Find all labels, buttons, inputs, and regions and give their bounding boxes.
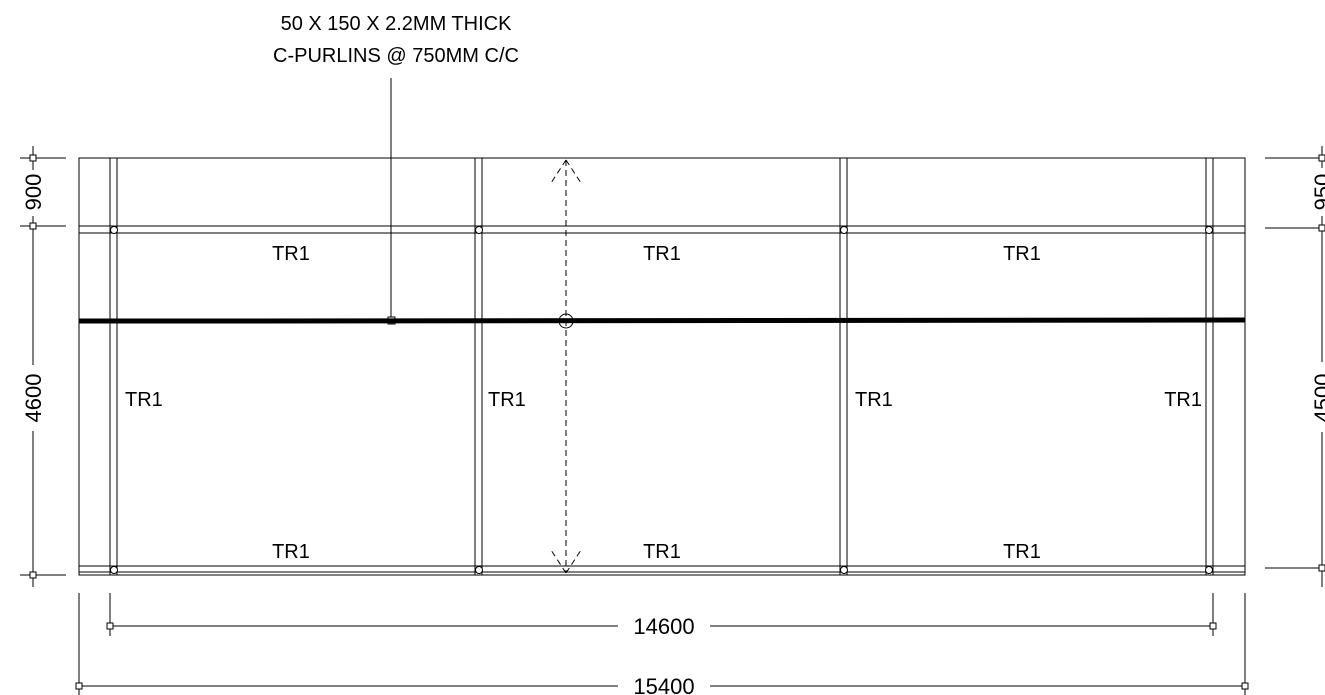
bottom-outer-dimension — [75, 593, 1249, 695]
truss-label-mid-3: TR1 — [855, 389, 893, 411]
purlin-note-line1: 50 X 150 X 2.2MM THICK — [281, 13, 513, 35]
dimension-bottom-outer: 15400 — [633, 674, 694, 695]
truss-label-bottom-1: TR1 — [272, 541, 310, 563]
dimension-left-top: 900 — [21, 174, 46, 211]
dimension-left-main: 4600 — [21, 374, 46, 423]
dimension-right-top: 950 — [1310, 174, 1325, 211]
truss-label-top-2: TR1 — [643, 243, 681, 265]
slope-arrow — [550, 159, 582, 574]
truss-label-bottom-2: TR1 — [643, 541, 681, 563]
roof-outline — [78, 157, 1246, 576]
truss-label-mid-4: TR1 — [1164, 389, 1202, 411]
truss-label-top-3: TR1 — [1003, 243, 1041, 265]
bottom-inner-dimension — [106, 593, 1217, 636]
truss-joints — [110, 226, 1213, 574]
truss-label-bottom-3: TR1 — [1003, 541, 1041, 563]
dimension-bottom-inner: 14600 — [633, 614, 694, 639]
ridge-beam — [79, 317, 1246, 324]
truss-label-mid-1: TR1 — [125, 389, 163, 411]
truss-label-top-1: TR1 — [272, 243, 310, 265]
purlin-note-line2: C-PURLINS @ 750MM C/C — [273, 45, 519, 67]
truss-label-mid-2: TR1 — [488, 389, 526, 411]
dimension-right-main: 4500 — [1310, 374, 1325, 423]
